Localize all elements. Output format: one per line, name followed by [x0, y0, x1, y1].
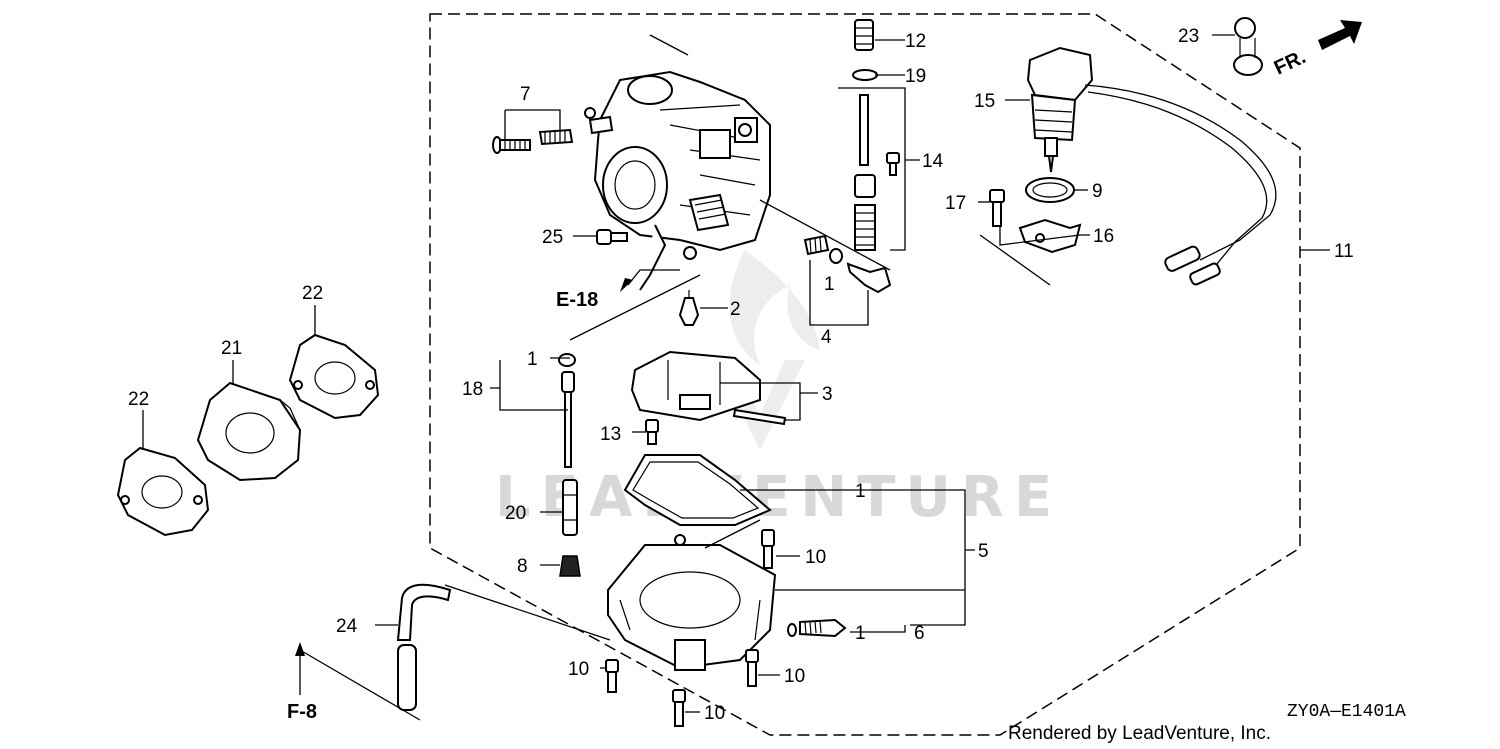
throttle-stop-screw[interactable]	[492, 107, 614, 154]
callout-20: 20	[505, 503, 526, 524]
watermark-text: LEADVENTURE	[495, 465, 1062, 530]
pilot-screw[interactable]	[803, 234, 892, 294]
callout-12: 12	[905, 31, 926, 52]
e18-leader	[627, 269, 680, 286]
fuel-hose[interactable]	[396, 583, 452, 711]
callout-1-gasket: 1	[855, 481, 866, 502]
callout-1-pilot: 1	[824, 274, 835, 295]
main-jet-tube[interactable]	[558, 353, 576, 468]
insulator[interactable]	[196, 381, 302, 482]
drain-screw[interactable]	[787, 618, 847, 638]
screw-25[interactable]	[596, 229, 628, 245]
bracket-bolt[interactable]	[989, 189, 1005, 227]
chamber-bolt-right[interactable]	[745, 649, 759, 687]
callout-22-front: 22	[128, 389, 149, 410]
callout-6: 6	[914, 623, 925, 644]
callout-7: 7	[520, 84, 531, 105]
callout-1-jet: 1	[527, 349, 538, 370]
callout-10-left: 10	[568, 659, 589, 680]
solenoid-wire-harness[interactable]	[1084, 84, 1277, 286]
callout-23: 23	[1178, 26, 1199, 47]
solenoid-o-ring[interactable]	[1025, 177, 1075, 203]
insulator-gasket-front[interactable]	[116, 446, 210, 537]
front-direction-label: FR.	[1271, 46, 1309, 80]
callout-19: 19	[905, 66, 926, 87]
float[interactable]	[630, 350, 787, 426]
callout-13: 13	[600, 424, 621, 445]
assembly-boundary	[429, 13, 1301, 736]
chamber-bolt-upper[interactable]	[761, 529, 775, 569]
float-valve[interactable]	[678, 290, 700, 326]
callout-10-right: 10	[784, 666, 805, 687]
callout-8: 8	[517, 556, 528, 577]
diagram-code: ZY0A—E1401A	[1287, 702, 1406, 722]
chamber-bolt-bottom[interactable]	[672, 689, 686, 727]
solenoid-valve[interactable]	[1026, 46, 1094, 173]
float-chamber[interactable]	[607, 534, 777, 671]
leader-lines	[142, 34, 1330, 721]
main-jet[interactable]	[559, 555, 581, 577]
hose-clip[interactable]	[1233, 17, 1263, 76]
callout-14: 14	[922, 151, 944, 172]
callout-11: 11	[1334, 241, 1354, 262]
callout-3: 3	[822, 384, 833, 405]
main-nozzle[interactable]	[562, 479, 578, 536]
callout-10-bottom: 10	[704, 703, 725, 724]
callout-16: 16	[1093, 226, 1114, 247]
f8-arrowhead	[295, 642, 305, 656]
reference-f8[interactable]: F-8	[287, 701, 317, 723]
front-direction-arrow	[1318, 20, 1362, 50]
e18-arrowhead	[620, 278, 633, 292]
enrichment-jet-set[interactable]	[852, 19, 900, 251]
float-chamber-gasket[interactable]	[623, 454, 772, 526]
callout-21: 21	[221, 338, 242, 359]
callout-25: 25	[542, 227, 563, 248]
callout-18: 18	[462, 379, 483, 400]
callout-24: 24	[336, 616, 358, 637]
callout-1-drain: 1	[855, 623, 866, 644]
callout-10-upper: 10	[805, 547, 826, 568]
callout-2: 2	[730, 299, 741, 320]
callout-17: 17	[945, 193, 966, 214]
callout-5: 5	[978, 541, 989, 562]
carburetor-body[interactable]	[593, 70, 771, 291]
callout-15: 15	[974, 91, 995, 112]
chamber-bolt-left[interactable]	[605, 659, 619, 693]
insulator-gasket-rear[interactable]	[288, 333, 380, 420]
float-pin-screw[interactable]	[645, 419, 659, 445]
callout-22-rear: 22	[302, 283, 323, 304]
callout-4: 4	[821, 327, 832, 348]
reference-e18[interactable]: E-18	[556, 289, 598, 311]
credit-text: Rendered by LeadVenture, Inc.	[1008, 723, 1271, 744]
callout-9: 9	[1092, 181, 1103, 202]
